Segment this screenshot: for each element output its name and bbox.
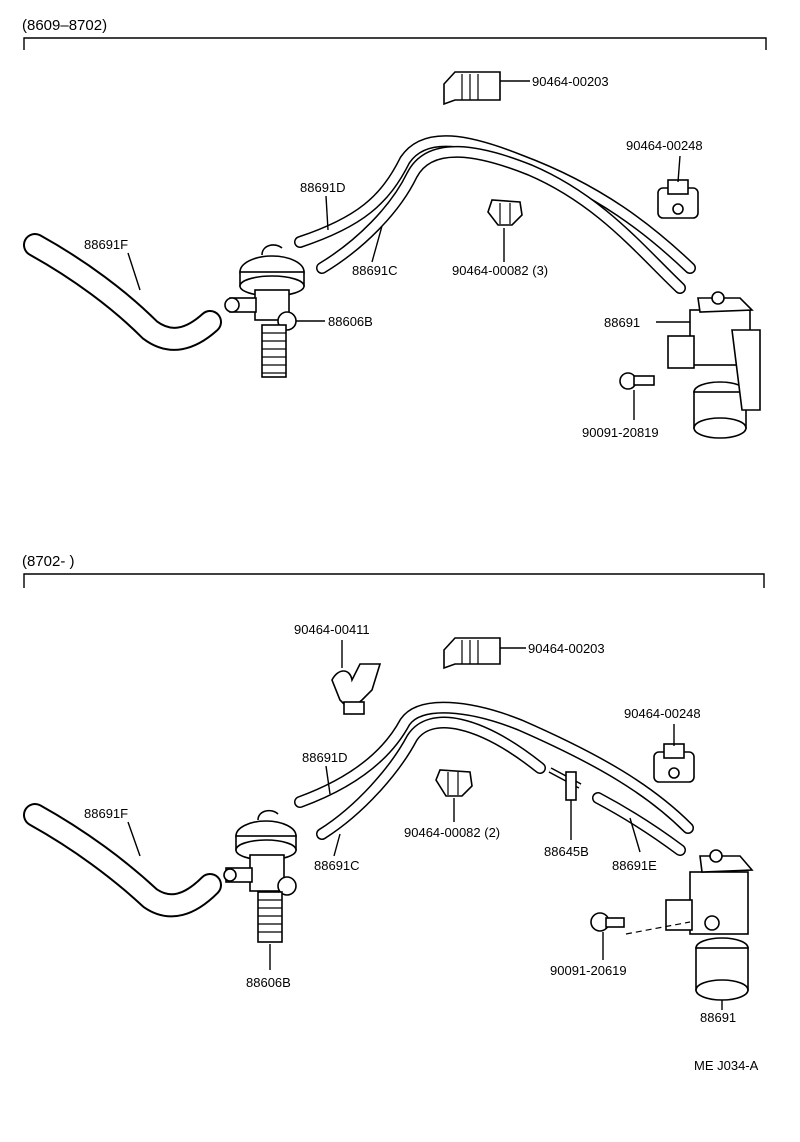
s1-label-clip-top: 90464-00203 [532, 74, 609, 89]
section2-bolt-90091-20619 [590, 912, 691, 935]
section1-valve-88606B [224, 244, 305, 378]
s2-label-bolt: 90091-20619 [550, 963, 627, 978]
s1-label-vsv: 88691 [604, 315, 640, 330]
s2-label-tee: 88645B [544, 844, 589, 859]
s1-label-bolt: 90091-20819 [582, 425, 659, 440]
section2-clip-90464-00411 [331, 663, 382, 715]
section1-bracket [23, 37, 767, 50]
section2-valve-88606B [223, 809, 297, 943]
section1-bolt-90091-20819 [619, 372, 655, 390]
section1-vsv-88691 [667, 291, 761, 439]
s2-label-hose-c: 88691C [314, 858, 360, 873]
section2-hose-bundle [294, 701, 694, 856]
s1-label-valve: 88606B [328, 314, 373, 329]
section1-hose-88691F [23, 233, 222, 351]
section1-clip-90464-00082 [487, 199, 523, 226]
section2-clip-90464-00082 [435, 769, 473, 797]
s1-label-clip-mid: 90464-00082 (3) [452, 263, 548, 278]
s2-label-hose-f: 88691F [84, 806, 128, 821]
section1-hose-bundle [294, 135, 696, 294]
section1-range-label: (8609–8702) [22, 17, 107, 34]
section2-hose-88691F [23, 803, 222, 918]
s2-label-hose-e: 88691E [612, 858, 657, 873]
s2-label-vsv: 88691 [700, 1010, 736, 1025]
s2-label-clip-right: 90464-00248 [624, 706, 701, 721]
s2-label-clip-top: 90464-00203 [528, 641, 605, 656]
s2-label-hose-d: 88691D [302, 750, 348, 765]
footer-code: ME J034-A [694, 1058, 759, 1073]
s2-label-valve: 88606B [246, 975, 291, 990]
s1-label-clip-right: 90464-00248 [626, 138, 703, 153]
section2-vsv-88691 [665, 849, 754, 1001]
section1-clip-90464-00203 [443, 71, 501, 106]
s2-label-clip-left: 90464-00411 [294, 622, 370, 637]
section2-clip-90464-00203 [443, 637, 501, 670]
s1-label-hose-f: 88691F [84, 237, 128, 252]
section2-clip-90464-00248 [653, 743, 695, 783]
section1-clip-90464-00248 [657, 179, 699, 219]
section2-bracket [23, 573, 765, 588]
section2-range-label: (8702- ) [22, 553, 75, 570]
s1-label-hose-d: 88691D [300, 180, 346, 195]
s2-label-clip-mid: 90464-00082 (2) [404, 825, 500, 840]
s1-label-hose-c: 88691C [352, 263, 398, 278]
section2-tee-88645B [548, 767, 582, 801]
